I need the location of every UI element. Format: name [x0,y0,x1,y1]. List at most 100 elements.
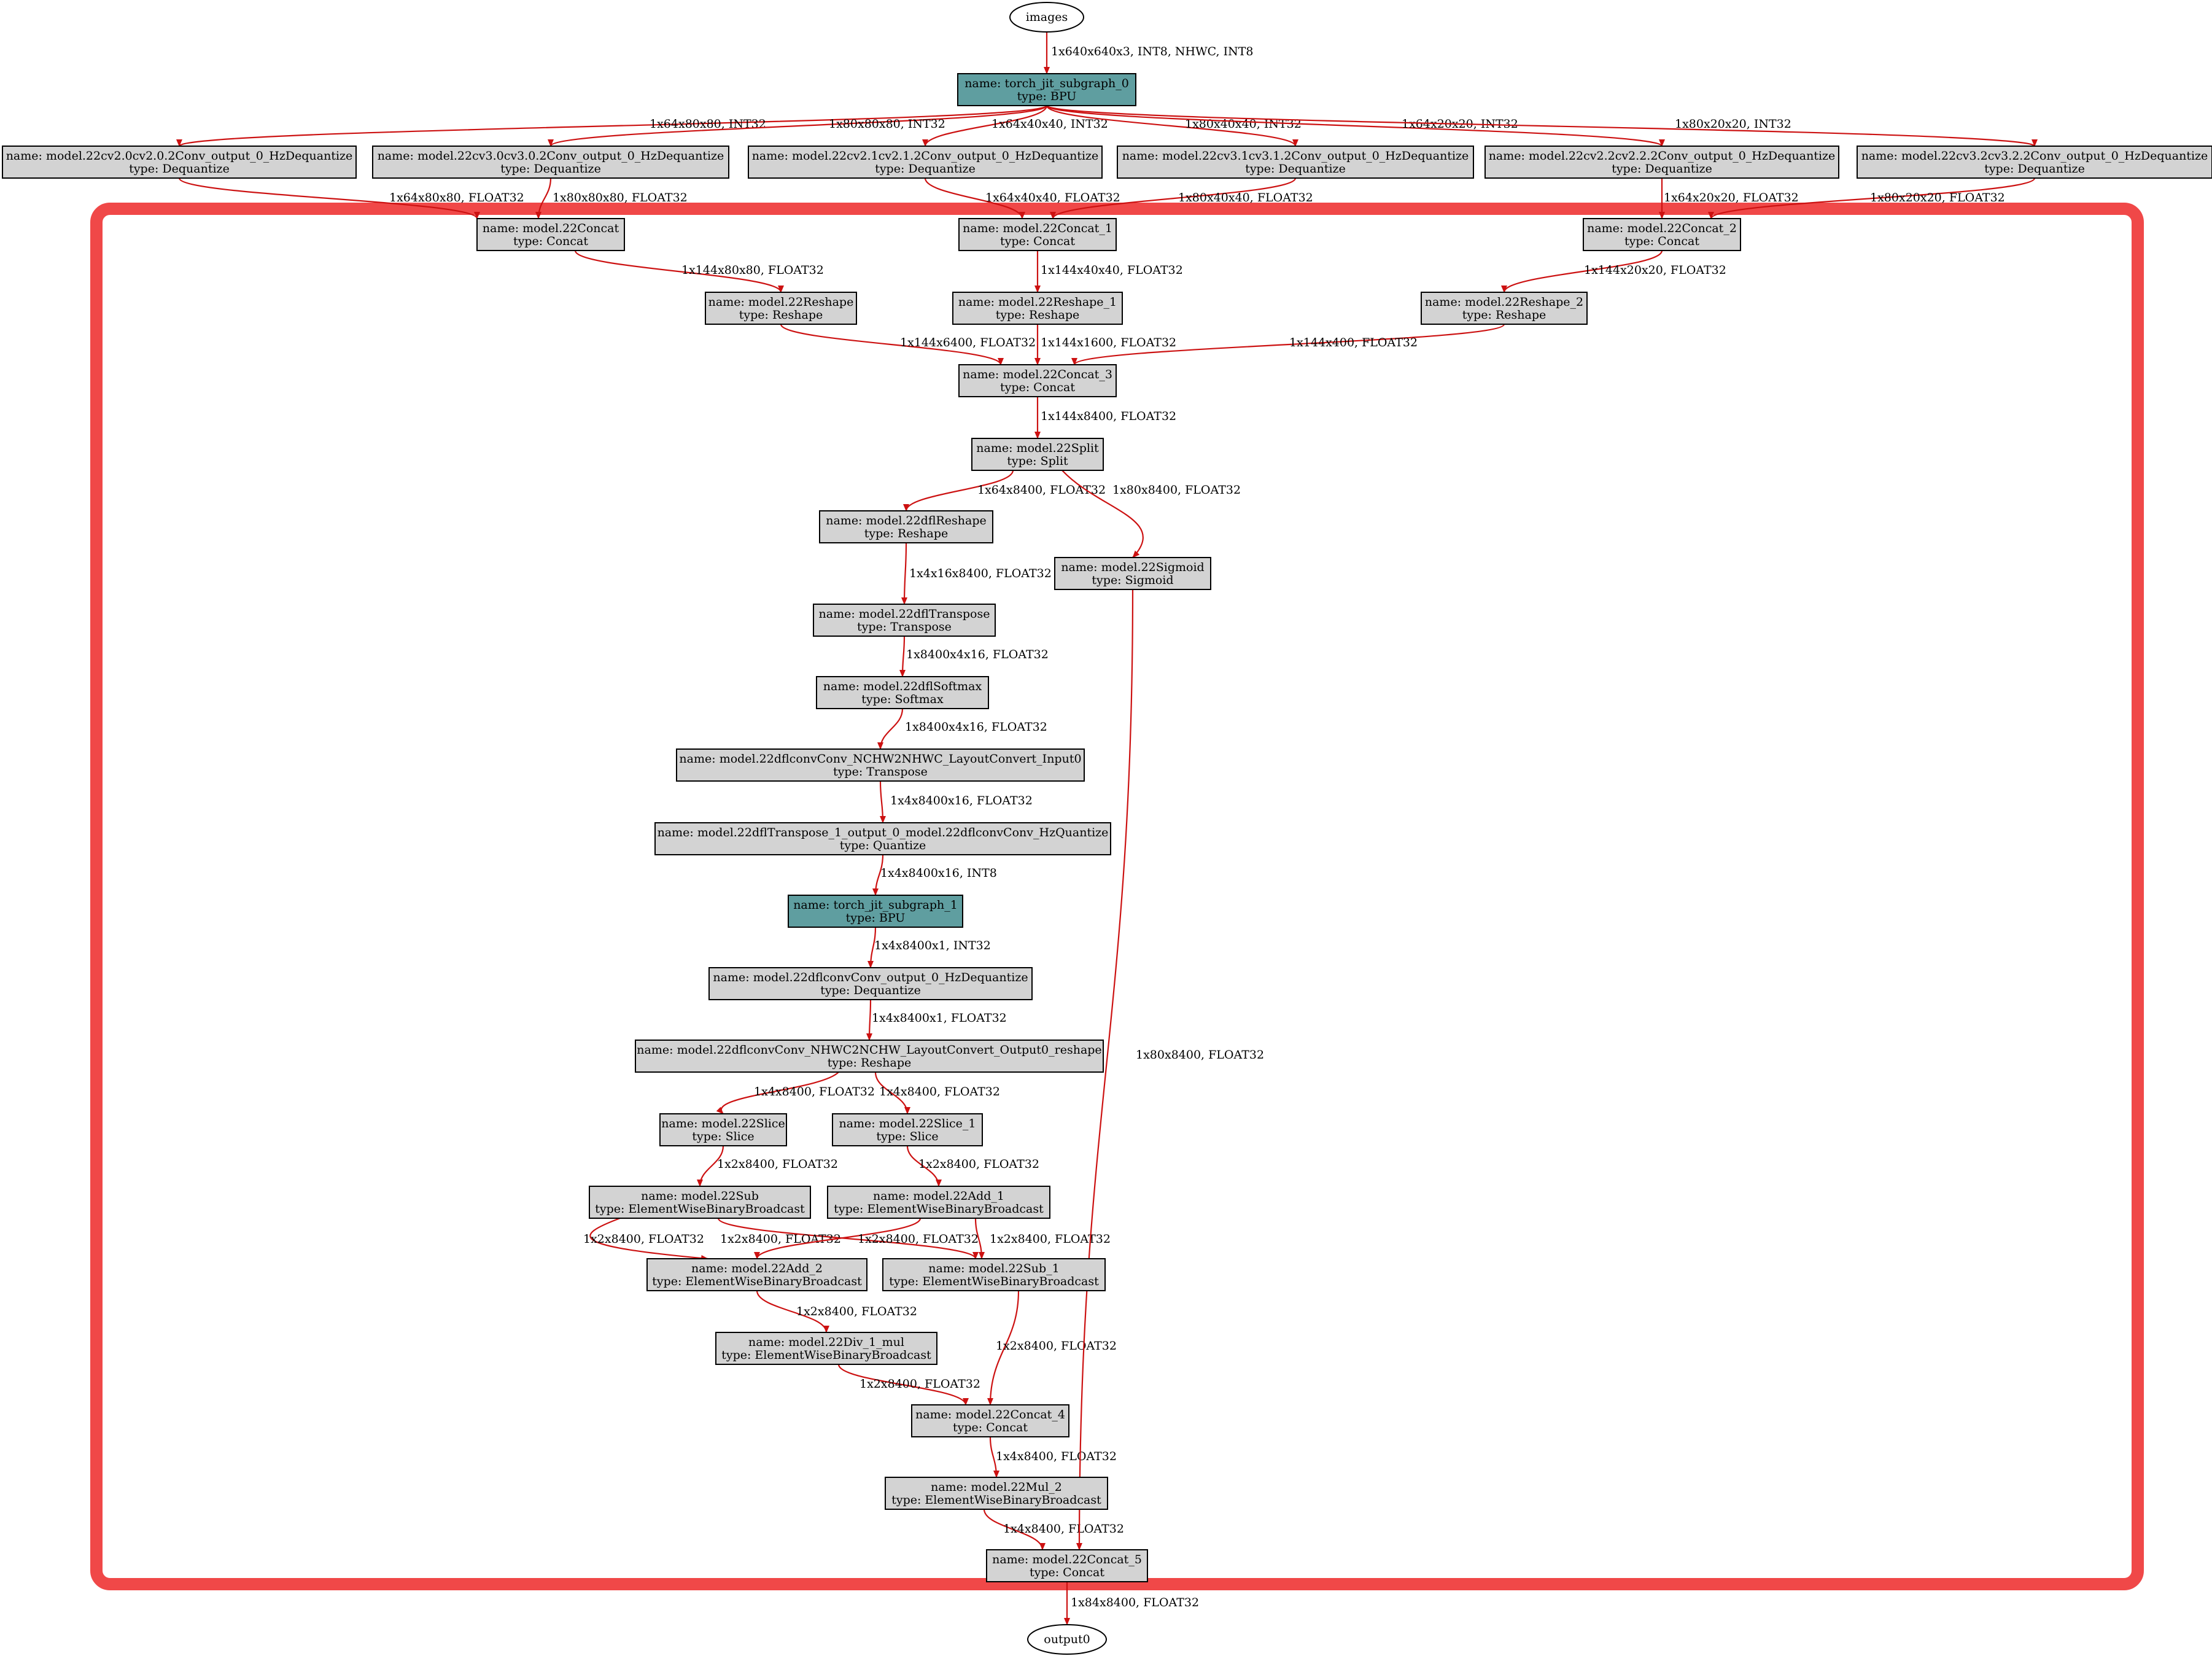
edge-bpu1-to-dqconv: 1x4x8400x1, INT32 [867,927,991,968]
node-box [1421,292,1588,325]
edge-label: 1x64x80x80, FLOAT32 [389,191,524,204]
node-quant[interactable]: name: model.22dflTranspose_1_output_0_mo… [654,822,1111,855]
node-box [971,438,1104,471]
edge-line [717,1218,979,1259]
edge-label: 1x4x8400, FLOAT32 [996,1450,1117,1463]
node-type: type: Concat [1030,1566,1104,1579]
node-dq6[interactable]: name: model.22cv3.2cv3.2.2Conv_output_0_… [1857,146,2212,179]
edge-label: 1x80x20x20, INT32 [1675,117,1791,131]
edge-dflreshape-to-dfltranspose: 1x4x16x8400, FLOAT32 [901,542,1052,605]
edge-line [178,177,480,219]
edge-bpu0-to-dq3: 1x64x40x40, INT32 [922,105,1108,147]
node-box [952,292,1123,325]
node-dq5[interactable]: name: model.22cv2.2cv2.2.2Conv_output_0_… [1484,146,1839,179]
edge-concat3-to-split: 1x144x8400, FLOAT32 [1034,396,1176,439]
edge-label: 1x80x8400, FLOAT32 [1112,483,1241,497]
node-name: name: model.22Concat_1 [963,222,1112,235]
edge-label: 1x4x8400, FLOAT32 [754,1085,875,1098]
node-box [705,292,857,325]
edge-label: 1x2x8400, FLOAT32 [720,1232,841,1246]
edge-label: 1x144x8400, FLOAT32 [1041,410,1176,423]
edge-label: 1x80x8400, FLOAT32 [1136,1048,1264,1062]
edge-label: 1x64x80x80, INT32 [650,117,766,131]
node-name: name: model.22cv2.1cv2.1.2Conv_output_0_… [752,149,1099,163]
node-name: name: torch_jit_subgraph_1 [793,898,958,912]
edge-dq2-to-concat: 1x80x80x80, FLOAT32 [535,177,688,219]
edge-line [989,1436,999,1478]
edge-label: 1x80x80x80, FLOAT32 [553,191,688,204]
edge-sub-to-add2: 1x2x8400, FLOAT32 [583,1217,708,1261]
node-type: type: Concat [953,1421,1028,1434]
node-dq2[interactable]: name: model.22cv3.0cv3.0.2Conv_output_0_… [372,146,729,179]
edge-label: 1x4x8400x1, INT32 [874,939,991,952]
node-box [676,748,1085,782]
node-name: name: model.22Concat [483,222,619,235]
node-box [1484,146,1839,179]
edge-bpu0-to-dq6: 1x80x20x20, INT32 [1046,104,2038,147]
edge-line [867,927,877,968]
node-type: type: Reshape [739,308,823,322]
node-name: name: model.22Sub [641,1189,759,1203]
node-box [986,1549,1148,1582]
node-dq1[interactable]: name: model.22cv2.0cv2.0.2Conv_output_0_… [2,146,357,179]
edge-line [754,1218,922,1259]
node-type: type: Slice [692,1130,754,1143]
input-terminal[interactable]: images [1009,2,1084,33]
highlight-region [90,203,2144,1590]
edge-line [879,780,886,823]
edge-reshape1-to-concat3: 1x144x1600, FLOAT32 [1034,324,1176,365]
node-box [654,822,1111,855]
output-terminal[interactable]: output0 [1027,1624,1107,1655]
edge-sub1-to-concat4: 1x2x8400, FLOAT32 [987,1290,1117,1405]
node-box [832,1113,983,1146]
node-dq3[interactable]: name: model.22cv2.1cv2.1.2Conv_output_0_… [748,146,1103,179]
node-box [819,510,993,543]
node-name: name: model.22dflSoftmax [823,680,982,693]
node-type: type: Reshape [996,308,1080,322]
edge-line [697,1145,724,1187]
node-box [748,146,1103,179]
node-layoutout[interactable]: name: model.22dflconvConv_NHWC2NCHW_Layo… [635,1040,1104,1073]
edge-label: 1x80x80x80, INT32 [829,117,945,131]
terminals-layer: images output0 [1009,2,1107,1655]
edge-bpu0-to-dq1: 1x64x80x80, INT32 [176,104,1048,147]
node-dqconv[interactable]: name: model.22dflconvConv_output_0_HzDeq… [708,967,1033,1000]
node-name: name: model.22Concat_5 [992,1553,1142,1566]
edge-add1-to-sub1: 1x2x8400, FLOAT32 [974,1218,1111,1259]
node-type: type: Dequantize [1612,162,1712,176]
node-name: name: model.22Div_1_mul [748,1335,904,1349]
node-name: name: model.22cv2.0cv2.0.2Conv_output_0_… [6,149,353,163]
node-box [1054,557,1211,590]
node-layoutin[interactable]: name: model.22dflconvConv_NCHW2NHWC_Layo… [676,748,1085,782]
node-type: type: Concat [1624,235,1699,248]
edge-line [1046,105,1298,147]
edge-label: 1x8400x4x16, FLOAT32 [906,648,1049,661]
node-name: name: model.22cv3.1cv3.1.2Conv_output_0_… [1122,149,1469,163]
edge-label: 1x64x40x40, INT32 [992,117,1108,131]
node-dq4[interactable]: name: model.22cv3.1cv3.1.2Conv_output_0_… [1117,146,1474,179]
